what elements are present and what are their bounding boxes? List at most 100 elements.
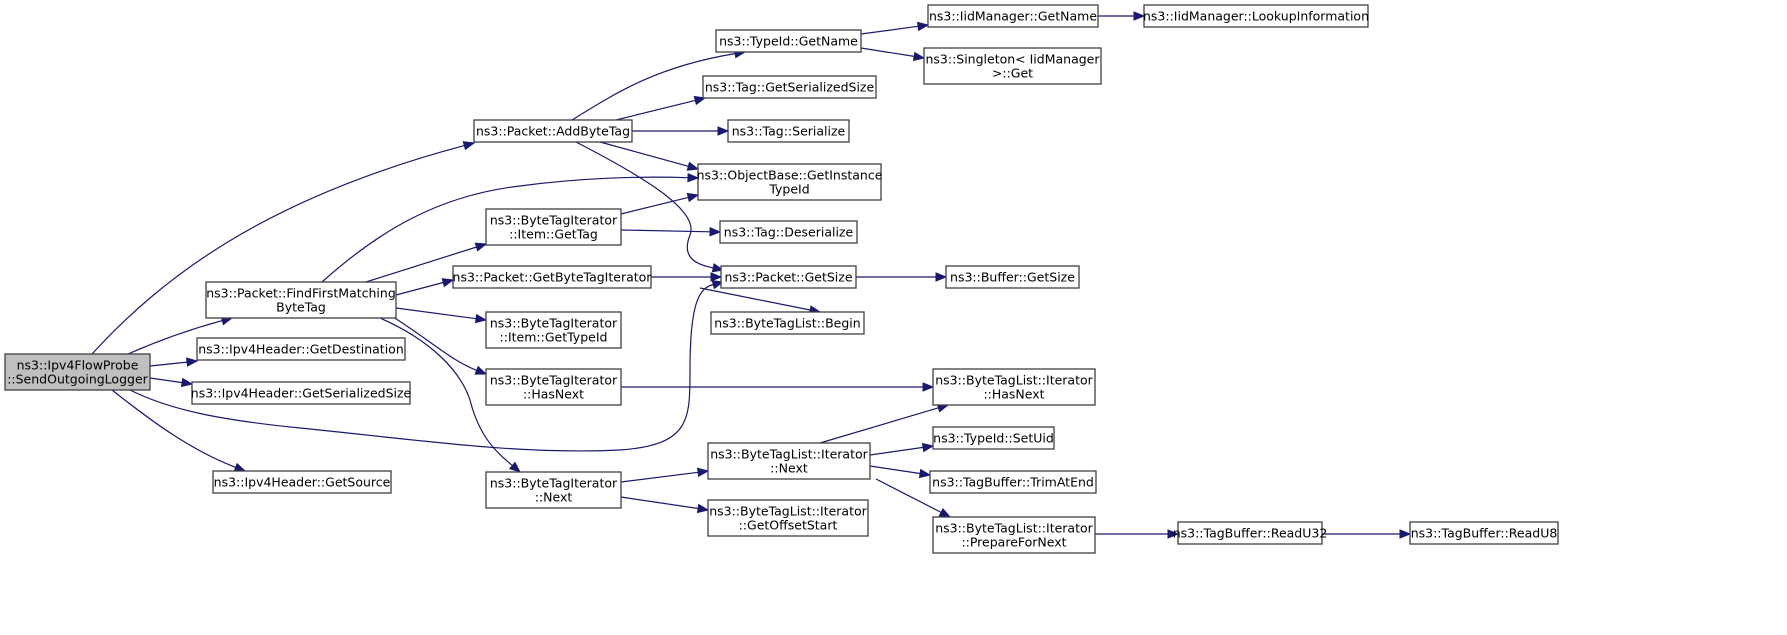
edge-send-outgoing-logger-to-find-first-matching [127, 316, 234, 355]
edge-item-get-tag-to-tag-deserialize [620, 227, 722, 237]
node-box[interactable] [719, 220, 858, 244]
node-box[interactable] [727, 119, 850, 143]
node-get-byte-tag-iterator[interactable]: ns3::Packet::GetByteTagIterator [452, 265, 653, 289]
node-bti-next[interactable]: ns3::ByteTagIterator::Next [485, 471, 622, 509]
node-read-u32[interactable]: ns3::TagBuffer::ReadU32 [1173, 521, 1328, 545]
node-buffer-get-size[interactable]: ns3::Buffer::GetSize [945, 265, 1080, 289]
node-iid-get-name[interactable]: ns3::IidManager::GetName [927, 4, 1099, 28]
node-label: ::Item::GetTag [509, 227, 598, 242]
arrowhead-icon [912, 51, 926, 62]
node-singleton-get[interactable]: ns3::Singleton< IidManager>::Get [923, 47, 1102, 85]
node-box[interactable] [1143, 4, 1369, 28]
node-box[interactable] [212, 470, 392, 494]
node-label: >::Get [992, 66, 1033, 81]
edge-iid-get-name-to-iid-lookup [1098, 11, 1146, 21]
arrowhead-icon [1133, 11, 1146, 21]
edge-find-first-matching-to-item-get-tag [365, 242, 488, 283]
node-box[interactable] [1177, 521, 1323, 545]
node-box[interactable] [452, 265, 652, 289]
node-typeid-set-uid[interactable]: ns3::TypeId::SetUid [932, 426, 1055, 450]
edge-line [321, 176, 689, 283]
node-btl-it-has-next[interactable]: ns3::ByteTagList::Iterator::HasNext [932, 368, 1096, 406]
node-box[interactable] [485, 368, 622, 406]
node-box[interactable] [945, 265, 1080, 289]
node-byte-tag-list-begin[interactable]: ns3::ByteTagList::Begin [710, 311, 865, 335]
node-ipv4-get-serialized-size[interactable]: ns3::Ipv4Header::GetSerializedSize [191, 381, 412, 405]
node-box[interactable] [473, 119, 633, 143]
node-box[interactable] [710, 311, 865, 335]
node-box[interactable] [927, 4, 1099, 28]
arrowhead-icon [917, 21, 930, 32]
edge-line [129, 283, 714, 452]
node-read-u8[interactable]: ns3::TagBuffer::ReadU8 [1409, 521, 1559, 545]
node-btl-it-prepare[interactable]: ns3::ByteTagList::Iterator::PrepareForNe… [932, 516, 1096, 554]
node-tag-serialize[interactable]: ns3::Tag::Serialize [727, 119, 850, 143]
arrowhead-icon [918, 468, 932, 479]
node-label: ns3::Packet::AddByteTag [476, 124, 630, 139]
edge-line [575, 141, 714, 269]
node-box[interactable] [191, 381, 411, 405]
edge-line [395, 281, 444, 296]
node-label: ns3::ByteTagList::Iterator [709, 504, 867, 519]
node-box[interactable] [196, 337, 406, 361]
node-box[interactable] [485, 311, 622, 349]
edge-line [149, 377, 183, 384]
node-packet-get-size[interactable]: ns3::Packet::GetSize [720, 265, 857, 289]
arrowhead-icon [474, 365, 488, 375]
node-box[interactable] [932, 368, 1096, 406]
arrowhead-icon [938, 508, 952, 518]
node-label: ns3::ByteTagList::Iterator [935, 373, 1093, 388]
node-add-byte-tag[interactable]: ns3::Packet::AddByteTag [473, 119, 633, 143]
node-tag-deserialize[interactable]: ns3::Tag::Deserialize [719, 220, 858, 244]
node-box[interactable] [923, 47, 1102, 85]
edge-item-get-tag-to-get-instance-typeid [620, 192, 700, 215]
node-get-destination[interactable]: ns3::Ipv4Header::GetDestination [196, 337, 406, 361]
node-box[interactable] [485, 208, 622, 246]
node-item-get-typeid[interactable]: ns3::ByteTagIterator::Item::GetTypeId [485, 311, 622, 349]
node-box[interactable] [707, 442, 871, 480]
arrowhead-icon [709, 227, 722, 237]
node-typeid-get-name[interactable]: ns3::TypeId::GetName [715, 29, 862, 53]
node-box[interactable] [702, 75, 877, 99]
node-box[interactable] [932, 516, 1096, 554]
node-send-outgoing-logger[interactable]: ns3::Ipv4FlowProbe::SendOutgoingLogger [4, 353, 151, 391]
edge-typeid-get-name-to-singleton-get [860, 47, 926, 62]
node-box[interactable] [485, 471, 622, 509]
node-box[interactable] [4, 353, 151, 391]
node-get-source[interactable]: ns3::Ipv4Header::GetSource [212, 470, 392, 494]
edge-send-outgoing-logger-to-get-destination [149, 357, 199, 367]
node-tag-get-serialized-size[interactable]: ns3::Tag::GetSerializedSize [702, 75, 877, 99]
edges-layer [91, 11, 1412, 539]
edge-btl-it-next-to-btl-it-has-next [819, 403, 950, 444]
edge-line [127, 320, 223, 355]
node-iid-lookup[interactable]: ns3::IidManager::LookupInformation [1143, 4, 1369, 28]
edge-find-first-matching-to-get-byte-tag-iterator [395, 278, 455, 296]
node-tagbuffer-trim[interactable]: ns3::TagBuffer::TrimAtEnd [929, 470, 1097, 494]
edge-get-byte-tag-iterator-to-packet-get-size [651, 272, 723, 282]
node-box[interactable] [697, 163, 882, 201]
node-label: ns3::Packet::FindFirstMatching [206, 286, 396, 301]
node-item-get-tag[interactable]: ns3::ByteTagIterator::Item::GetTag [485, 208, 622, 246]
node-btl-it-next[interactable]: ns3::ByteTagList::Iterator::Next [707, 442, 871, 480]
node-label: ::HasNext [983, 387, 1044, 402]
node-box[interactable] [932, 426, 1055, 450]
node-box[interactable] [720, 265, 857, 289]
node-label: ns3::TagBuffer::TrimAtEnd [932, 475, 1094, 490]
node-box[interactable] [1409, 521, 1559, 545]
node-bti-has-next[interactable]: ns3::ByteTagIterator::HasNext [485, 368, 622, 406]
node-btl-it-offset-start[interactable]: ns3::ByteTagList::Iterator::GetOffsetSta… [707, 499, 869, 537]
node-label: ::Item::GetTypeId [500, 330, 608, 345]
nodes-layer: ns3::Ipv4FlowProbe::SendOutgoingLoggerns… [4, 4, 1559, 554]
node-label: ns3::IidManager::GetName [929, 9, 1097, 24]
arrowhead-icon [508, 461, 522, 473]
node-box[interactable] [929, 470, 1097, 494]
node-label: ns3::ByteTagList::Begin [714, 316, 860, 331]
node-box[interactable] [205, 281, 397, 319]
edge-send-outgoing-logger-to-add-byte-tag [91, 141, 476, 355]
edge-line [860, 25, 919, 35]
edge-bti-next-to-btl-it-offset-start [620, 496, 710, 514]
node-box[interactable] [707, 499, 869, 537]
node-box[interactable] [715, 29, 862, 53]
